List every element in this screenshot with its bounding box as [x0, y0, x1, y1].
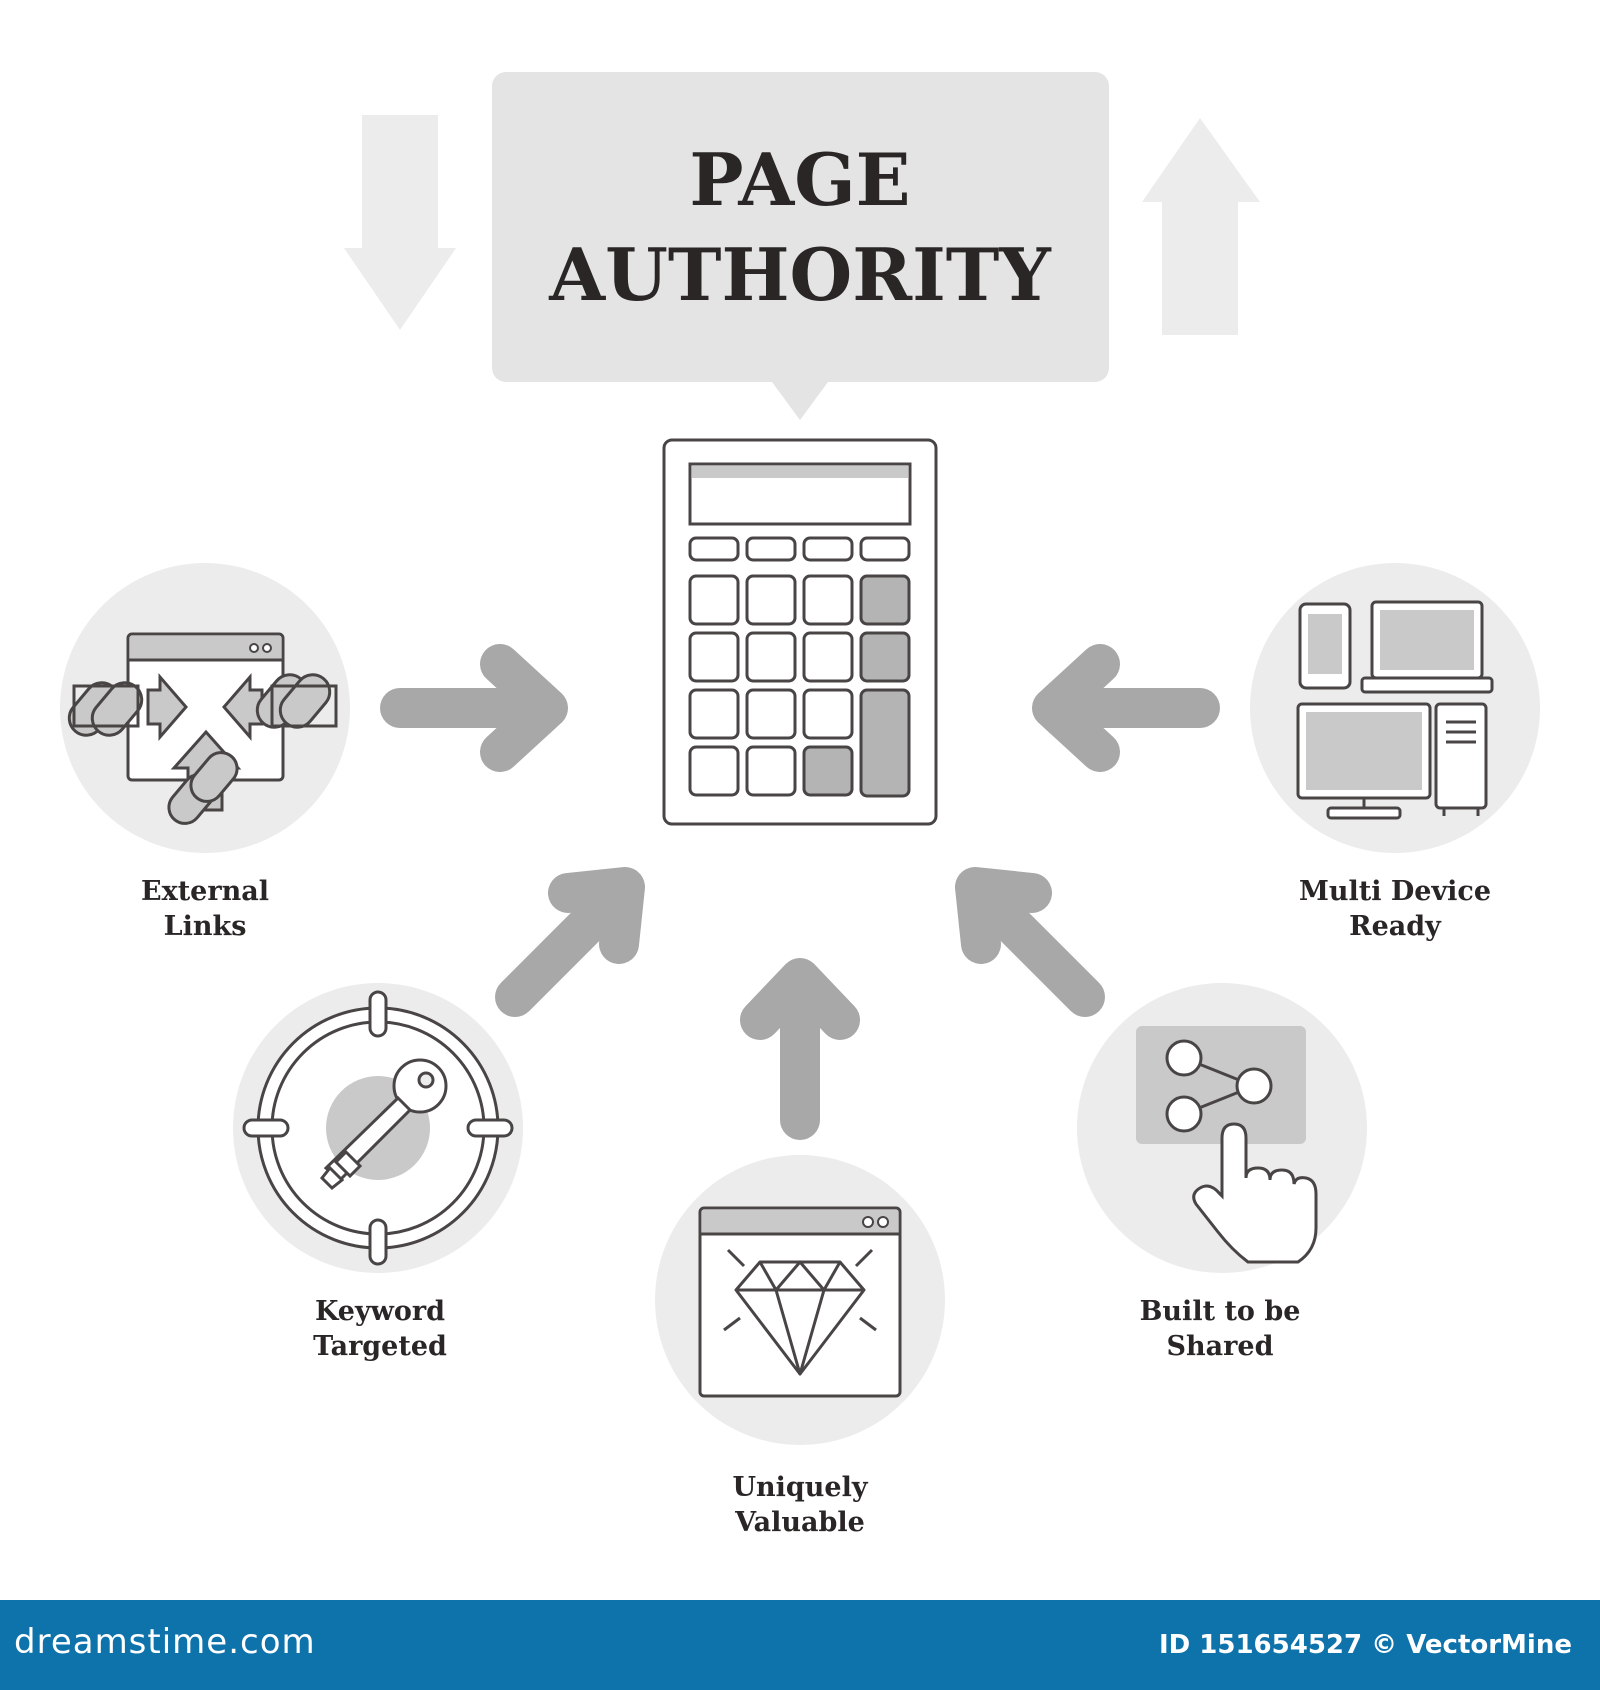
diamond-window-icon [698, 1206, 902, 1398]
footer-bar: dreamstime.com ID 151654527 © VectorMine [0, 1600, 1600, 1690]
image-credit: ID 151654527 © VectorMine [1158, 1630, 1572, 1660]
multi-device-label-2: Ready [1349, 911, 1442, 942]
arrow-diagonal-up-right-icon [495, 867, 645, 1017]
external-links-label-2: Links [164, 911, 247, 942]
arrow-right-icon [380, 644, 568, 772]
calculator-icon [662, 438, 938, 826]
down-arrow-icon [344, 115, 456, 330]
page-authority-diagram: PAGE AUTHORITY [60, 72, 1540, 1538]
arrow-left-icon [1032, 644, 1220, 772]
built-to-be-shared-label-2: Shared [1167, 1331, 1274, 1362]
share-icon [1136, 1026, 1318, 1264]
up-arrow-icon [1142, 118, 1260, 335]
keyword-targeted-label-1: Keyword [315, 1296, 445, 1327]
pointing-hand-icon [1192, 1122, 1318, 1264]
chain-link-icon [67, 681, 144, 737]
external-links-label-1: External [141, 876, 269, 907]
brand-logo: dreamstime.com [14, 1622, 316, 1662]
diamond-icon [734, 1260, 866, 1376]
keyword-target-icon [242, 990, 514, 1266]
multi-device-label-1: Multi Device [1299, 876, 1491, 907]
arrow-diagonal-up-left-icon [955, 867, 1105, 1017]
title-line-1: PAGE [689, 137, 910, 222]
keyword-targeted-label-2: Targeted [313, 1331, 447, 1362]
arrow-up-icon [740, 958, 860, 1140]
title-callout [492, 72, 1109, 420]
uniquely-valuable-label-1: Uniquely [732, 1472, 868, 1503]
key-icon [319, 1058, 448, 1191]
chain-link-icon [255, 673, 338, 729]
uniquely-valuable-label-2: Valuable [734, 1507, 865, 1538]
multi-device-icon [1296, 600, 1494, 820]
external-links-icon [67, 632, 338, 825]
flow-arrows [380, 644, 1220, 1140]
built-to-be-shared-label-1: Built to be [1140, 1296, 1301, 1327]
title-line-2: AUTHORITY [548, 232, 1052, 317]
chain-link-icon [167, 751, 239, 825]
